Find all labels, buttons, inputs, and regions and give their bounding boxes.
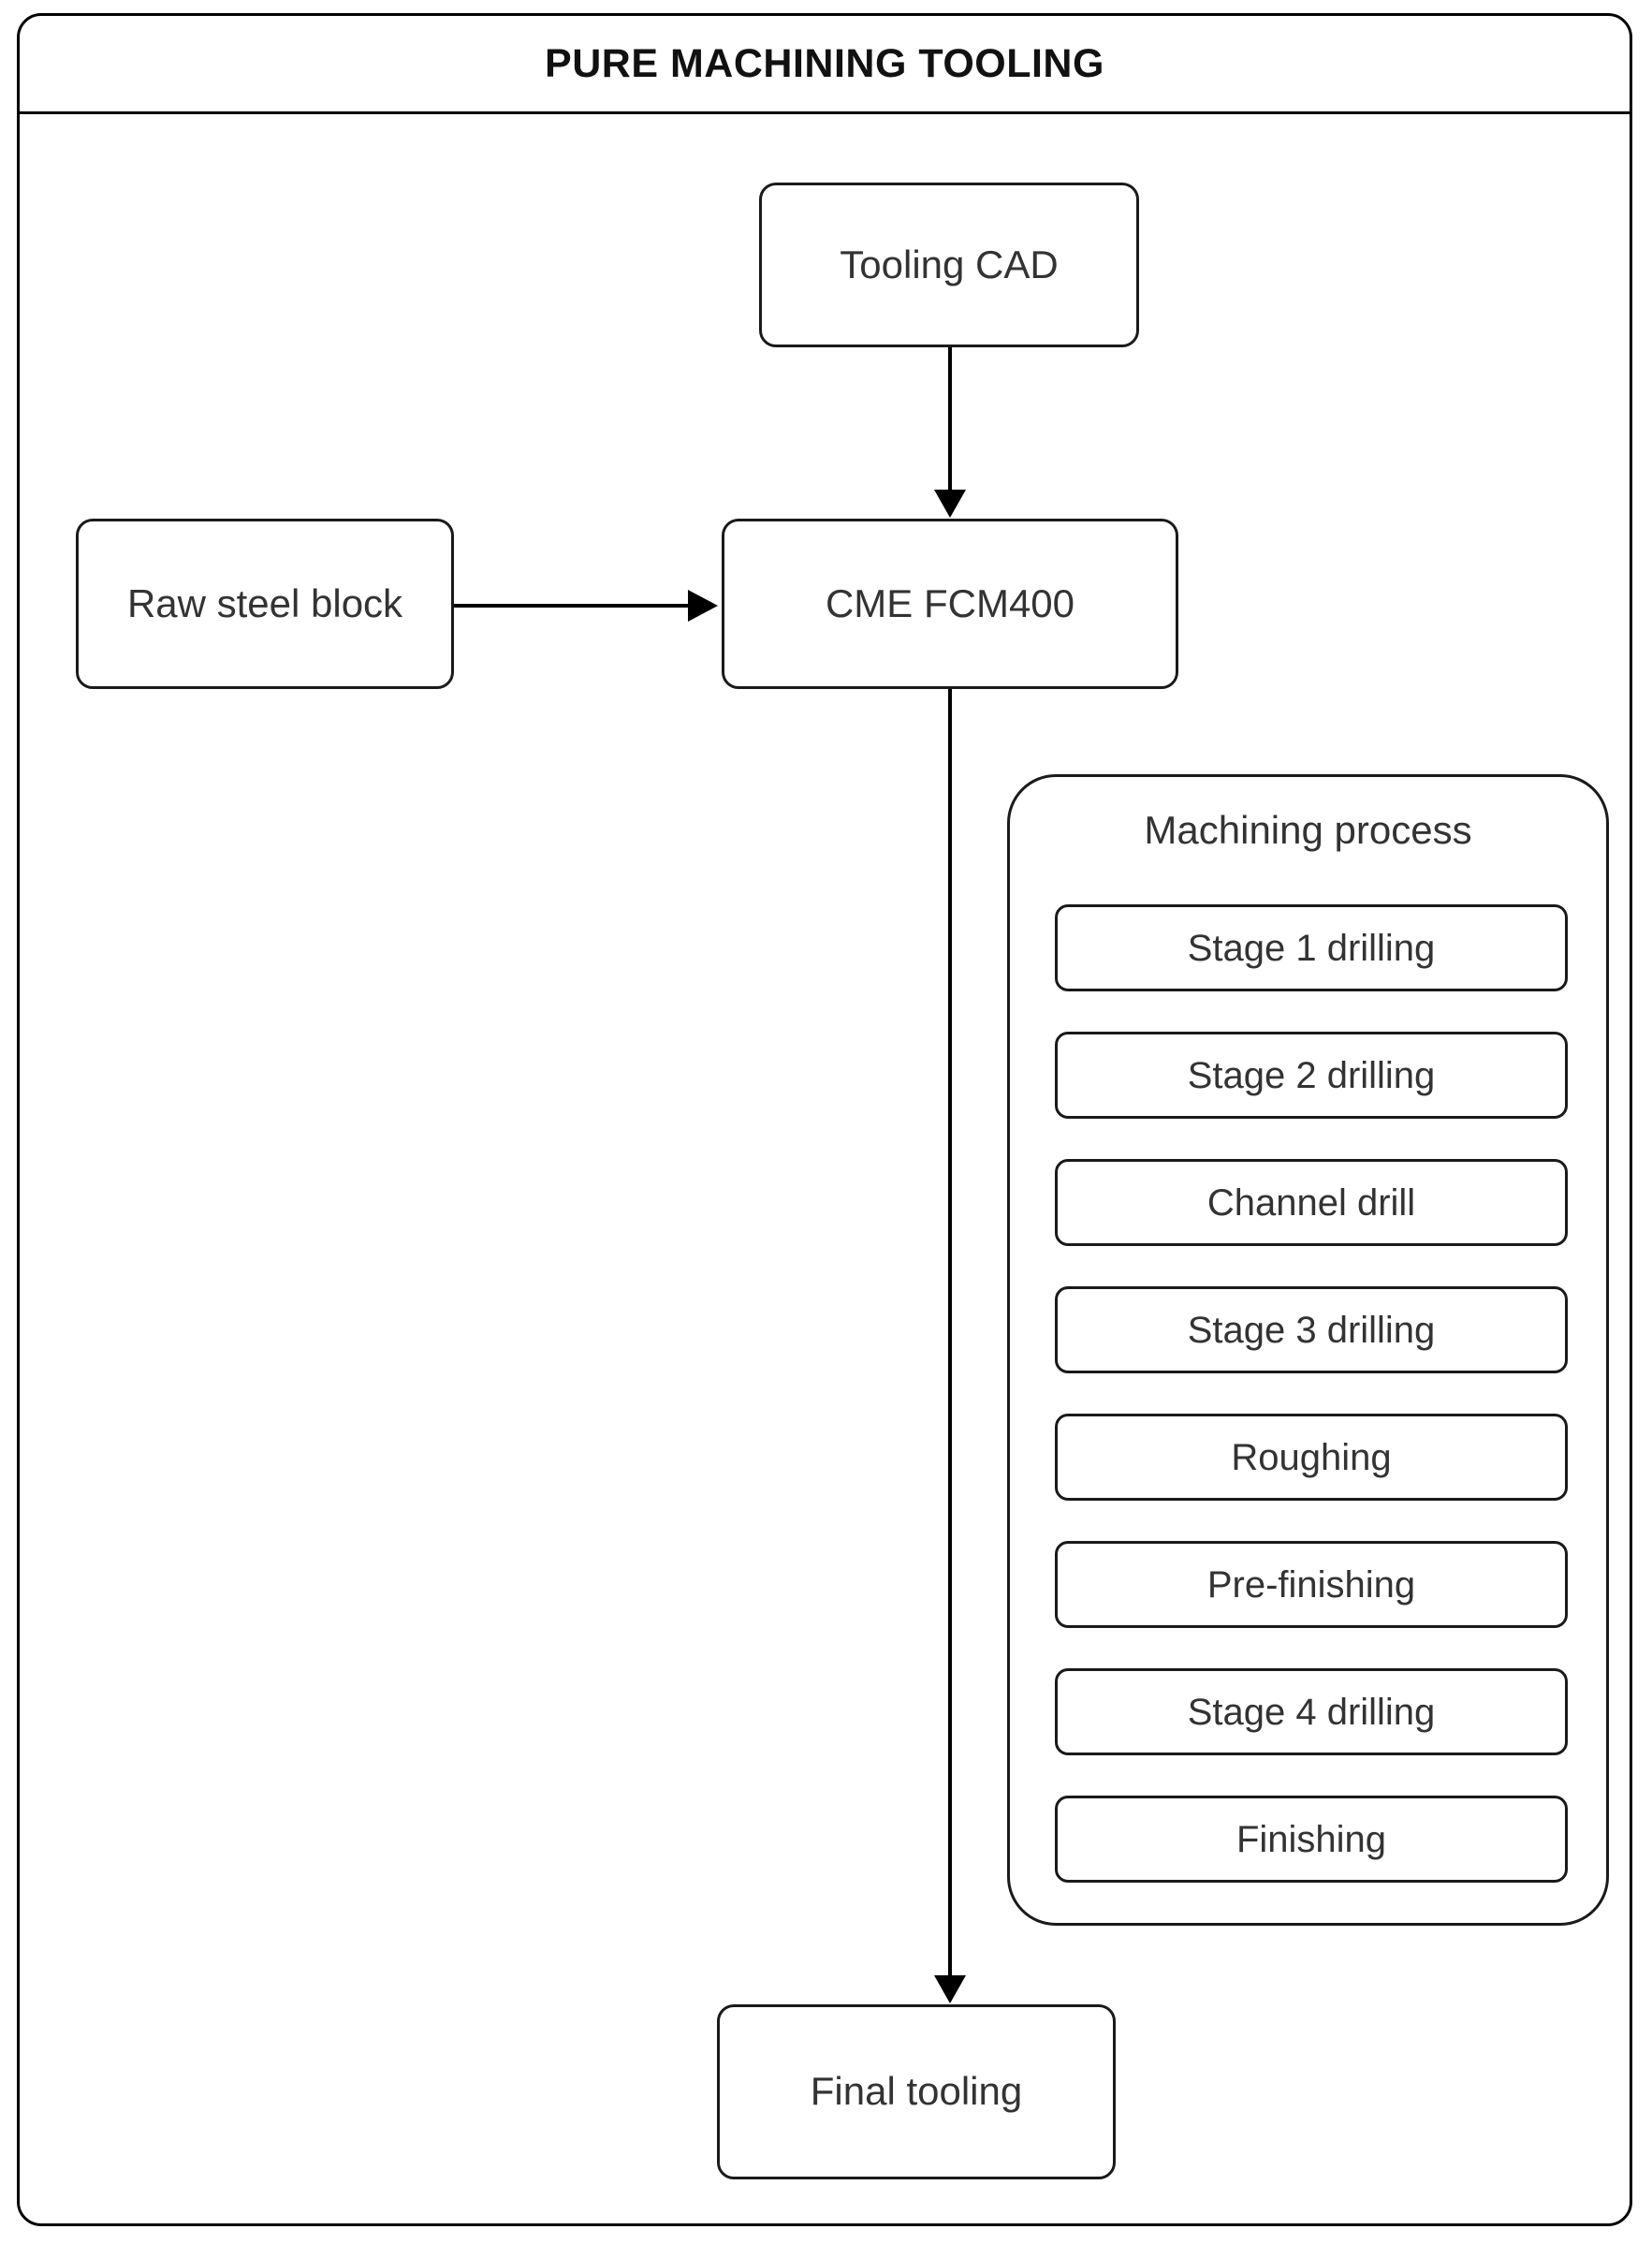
connector-cme-to-final-tooling-line: [948, 689, 952, 1977]
node-final-tooling[interactable]: Final tooling: [717, 2004, 1116, 2179]
connector-raw-steel-to-cme-line: [454, 604, 690, 608]
pure-machining-tooling-frame: PURE MACHINING TOOLING Tooling CAD Raw s…: [17, 13, 1632, 2226]
node-cme-fcm400[interactable]: CME FCM400: [722, 519, 1178, 689]
machining-process-group: Machining process Stage 1 drilling Stage…: [1007, 774, 1609, 1926]
machining-process-title: Machining process: [1144, 808, 1472, 852]
machining-process-step-list: Stage 1 drilling Stage 2 drilling Channe…: [1055, 904, 1568, 1883]
arrow-down-icon-tooling-cad-to-cme: [934, 490, 966, 518]
connector-tooling-cad-to-cme-line: [948, 347, 952, 492]
process-step-stage-1-drilling[interactable]: Stage 1 drilling: [1055, 904, 1568, 991]
process-step-roughing[interactable]: Roughing: [1055, 1414, 1568, 1501]
frame-header: PURE MACHINING TOOLING: [20, 16, 1630, 114]
node-tooling-cad[interactable]: Tooling CAD: [759, 183, 1139, 347]
process-step-stage-2-drilling[interactable]: Stage 2 drilling: [1055, 1032, 1568, 1119]
process-step-stage-4-drilling[interactable]: Stage 4 drilling: [1055, 1668, 1568, 1755]
node-raw-steel-block[interactable]: Raw steel block: [76, 519, 454, 689]
process-step-channel-drill[interactable]: Channel drill: [1055, 1159, 1568, 1246]
page-title: PURE MACHINING TOOLING: [545, 40, 1104, 86]
process-step-stage-3-drilling[interactable]: Stage 3 drilling: [1055, 1286, 1568, 1373]
process-step-finishing[interactable]: Finishing: [1055, 1796, 1568, 1883]
process-step-pre-finishing[interactable]: Pre-finishing: [1055, 1541, 1568, 1628]
arrow-down-icon-cme-to-final-tooling: [934, 1975, 966, 2003]
arrow-right-icon-raw-steel-to-cme: [688, 590, 718, 622]
